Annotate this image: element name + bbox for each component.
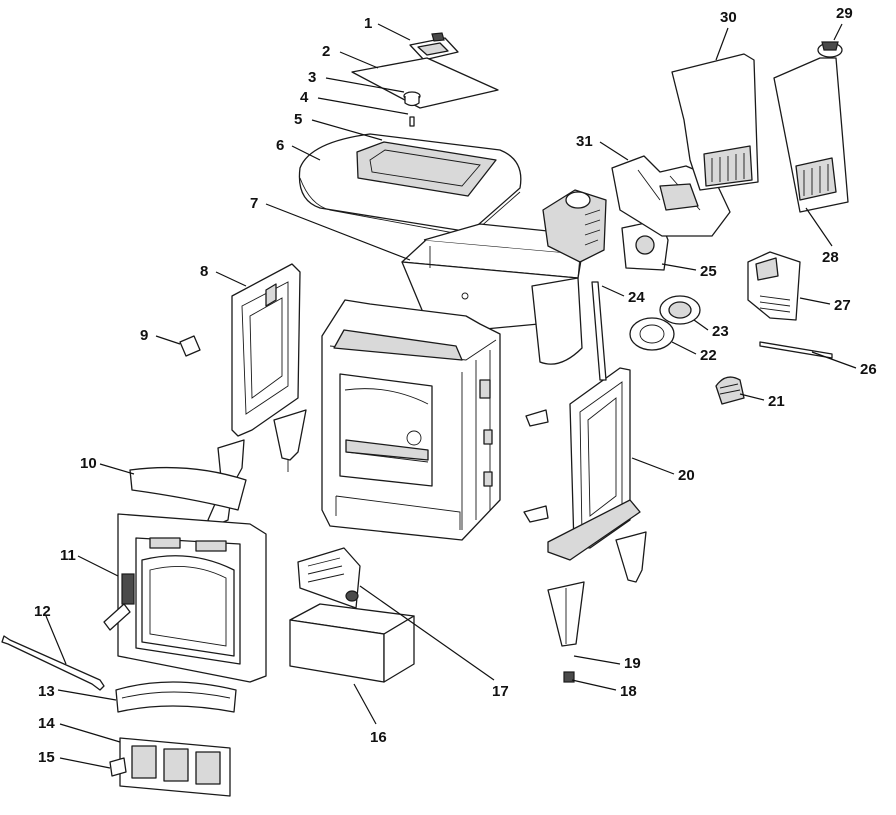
callout-13: 13 bbox=[38, 683, 55, 700]
part-17-air-intake bbox=[297, 547, 361, 609]
part-main-firebox-body bbox=[321, 299, 501, 541]
part-27-igniter-housing bbox=[747, 251, 801, 321]
callout-19: 19 bbox=[624, 655, 641, 672]
parts-layer bbox=[1, 32, 849, 797]
part-15-knob bbox=[109, 757, 127, 777]
callout-6: 6 bbox=[276, 137, 284, 154]
callout-10: 10 bbox=[80, 455, 97, 472]
part-12-cleaning-tool bbox=[1, 635, 105, 691]
callout-numbers: 1 2 3 4 5 6 7 8 9 10 11 12 13 14 15 16 1… bbox=[34, 5, 877, 766]
part-3-knob bbox=[403, 91, 421, 107]
part-blower-assembly bbox=[542, 189, 607, 263]
callout-3: 3 bbox=[308, 69, 316, 86]
callout-14: 14 bbox=[38, 715, 55, 732]
callout-25: 25 bbox=[700, 263, 717, 280]
part-11-front-door bbox=[103, 513, 267, 683]
callout-2: 2 bbox=[322, 43, 330, 60]
leader-lines bbox=[45, 23, 857, 769]
part-19-leg bbox=[547, 581, 585, 647]
part-bracket-upper bbox=[525, 409, 549, 427]
part-28-side-cover bbox=[773, 57, 849, 213]
part-22-gasket bbox=[629, 317, 675, 351]
callout-21: 21 bbox=[768, 393, 785, 410]
part-9-clip bbox=[179, 335, 201, 357]
callout-24: 24 bbox=[628, 289, 645, 306]
part-18-leveling-foot bbox=[563, 671, 575, 683]
callout-5: 5 bbox=[294, 111, 302, 128]
part-23-exhaust-adapter bbox=[659, 295, 701, 325]
callout-4: 4 bbox=[300, 89, 309, 106]
part-14-lower-grille bbox=[119, 737, 231, 797]
callout-11: 11 bbox=[60, 547, 76, 564]
callout-12: 12 bbox=[34, 603, 51, 620]
part-29-cap bbox=[817, 41, 843, 58]
callout-16: 16 bbox=[370, 729, 387, 746]
part-30-rear-panel bbox=[671, 53, 759, 191]
part-bracket-lower bbox=[523, 505, 549, 523]
part-right-rear-leg bbox=[615, 531, 647, 583]
callout-26: 26 bbox=[860, 361, 877, 378]
callout-29: 29 bbox=[836, 5, 853, 22]
callout-17: 17 bbox=[492, 683, 509, 700]
part-1-lid-latch bbox=[409, 32, 459, 61]
part-20-right-side-panel bbox=[547, 367, 641, 561]
part-21-convection-blower bbox=[715, 376, 745, 405]
callout-1: 1 bbox=[364, 15, 372, 32]
part-6-top-casting bbox=[298, 133, 522, 237]
callout-18: 18 bbox=[620, 683, 637, 700]
callout-8: 8 bbox=[200, 263, 208, 280]
part-26-igniter-rod bbox=[759, 341, 833, 359]
part-24-rod bbox=[591, 281, 607, 381]
part-13-ash-lip bbox=[115, 681, 237, 713]
part-4-pin bbox=[409, 116, 415, 127]
callout-23: 23 bbox=[712, 323, 729, 340]
part-16-ash-pan bbox=[289, 603, 415, 683]
part-10-ash-lip bbox=[129, 466, 247, 511]
callout-31: 31 bbox=[576, 133, 593, 150]
callout-7: 7 bbox=[250, 195, 258, 212]
callout-28: 28 bbox=[822, 249, 839, 266]
callout-27: 27 bbox=[834, 297, 851, 314]
callout-30: 30 bbox=[720, 9, 737, 26]
part-2-hopper-lid bbox=[351, 57, 499, 109]
callout-15: 15 bbox=[38, 749, 55, 766]
callout-22: 22 bbox=[700, 347, 717, 364]
part-8-left-side-panel bbox=[231, 263, 301, 437]
callout-9: 9 bbox=[140, 327, 148, 344]
part-8-left-leg bbox=[207, 409, 307, 527]
callout-20: 20 bbox=[678, 467, 695, 484]
